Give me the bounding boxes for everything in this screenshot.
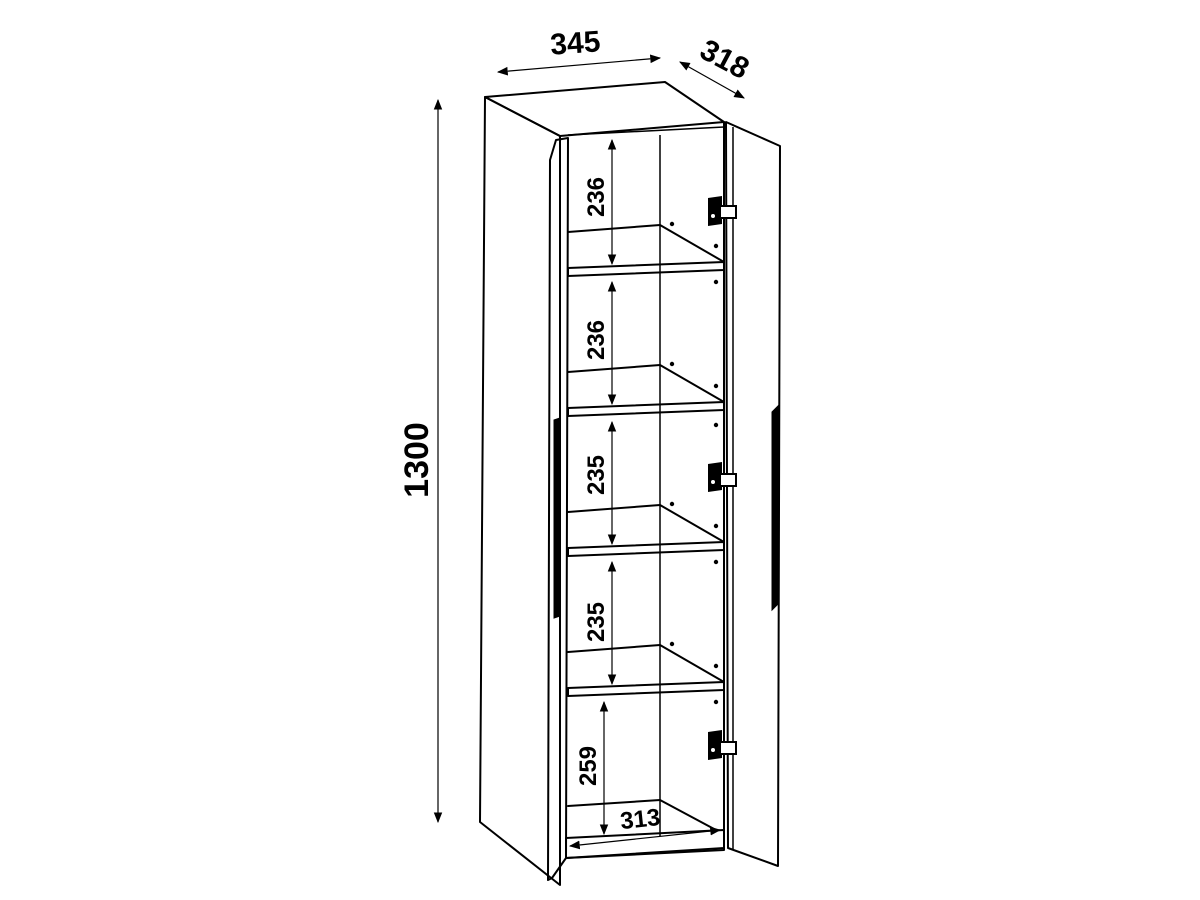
shelf-4-height-label: 235 — [583, 602, 610, 642]
shelf-2-height-label: 236 — [583, 320, 610, 360]
shelf-3-height-label: 235 — [583, 455, 610, 495]
right-door — [725, 121, 781, 867]
dimension-lines — [433, 54, 745, 850]
dimension-labels: 1300 345 318 236 236 235 235 259 313 — [398, 25, 754, 835]
shelf — [567, 504, 725, 557]
left-door — [547, 137, 569, 881]
depth-label: 318 — [695, 33, 755, 86]
shelf — [567, 364, 725, 417]
hinge-icon — [708, 462, 737, 492]
shelf — [567, 644, 725, 697]
total-height-label: 1300 — [398, 422, 436, 498]
shelf — [567, 224, 725, 277]
hinge-icon — [708, 730, 737, 760]
depth-dimension-line — [679, 61, 745, 99]
inner-width-dimension-line — [568, 826, 722, 850]
shelves — [567, 224, 725, 831]
hinge-icon — [708, 196, 737, 226]
shelf-1-height-label: 236 — [583, 177, 610, 217]
top-panel — [484, 81, 725, 137]
width-label: 345 — [549, 25, 601, 61]
shelf-pins — [669, 221, 719, 705]
inner-width-label: 313 — [619, 804, 662, 835]
left-side-panel — [479, 96, 561, 886]
shelf-5-height-label: 259 — [575, 746, 602, 786]
width-dimension-line — [496, 54, 662, 76]
